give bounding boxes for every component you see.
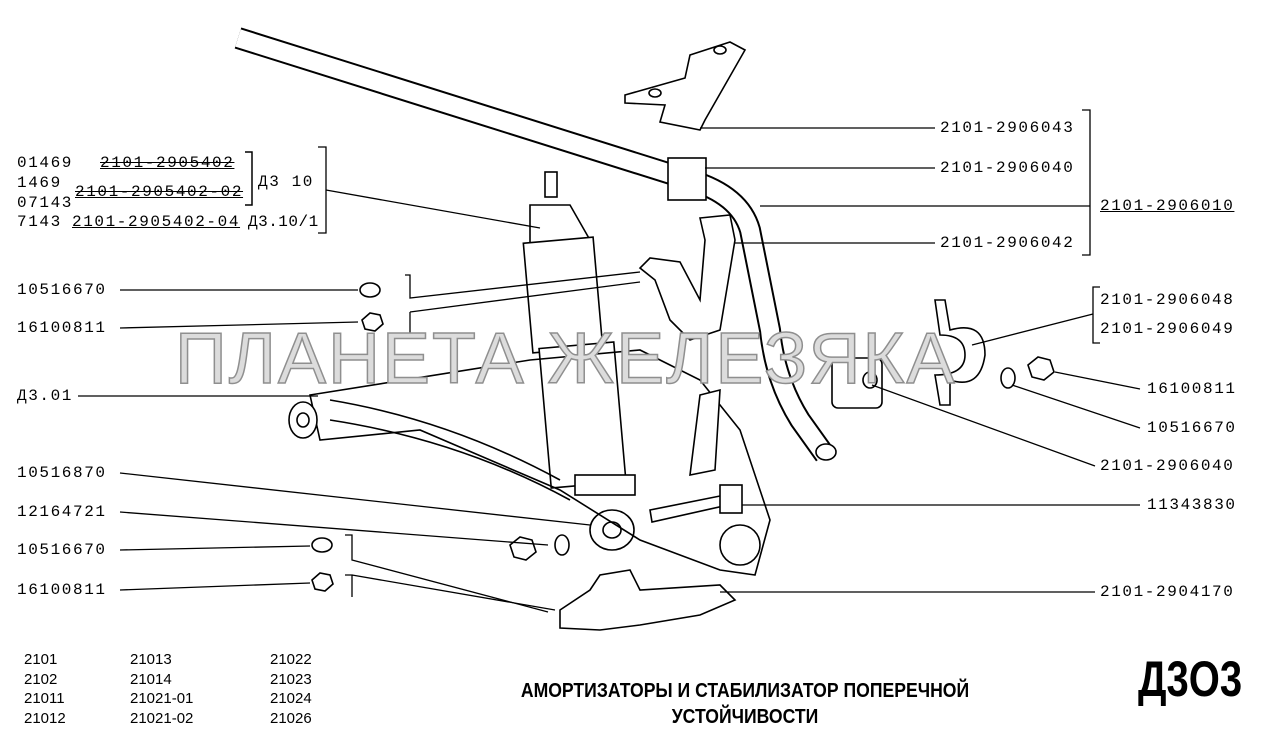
model: 21022 [270,651,312,668]
models-column-2: 21013 21014 21021-01 21021-02 [130,650,193,728]
code-label: 01469 [17,154,74,172]
title-line-1: АМОРТИЗАТОРЫ И СТАБИЛИЗАТОР ПОПЕРЕЧНОЙ [520,680,970,702]
clamp [934,299,986,406]
part-number-label: 2101-2905402 [100,154,235,172]
part-label: 2101-2906010 [1100,197,1235,215]
part-label: 16100811 [17,581,107,599]
part-label: 2101-2906040 [940,159,1075,177]
lower-arm [309,349,771,576]
part-label: 16100811 [1147,380,1237,398]
part-label: 2101-2906040 [1100,457,1235,475]
part-label: 2101-2906043 [940,119,1075,137]
model: 21026 [270,709,312,727]
code-label: 1469 [17,174,62,192]
upper-cushion [667,157,707,201]
part-label: 10516670 [1147,419,1237,437]
title-line-2: УСТОЙЧИВОСТИ [671,706,819,728]
ref-label: Д3 10 [258,173,315,191]
model: 2101 [24,651,58,668]
model: 21012 [24,709,66,727]
part-number-label: 2101-2905402-04 [72,213,241,231]
part-label: 10516670 [17,541,107,559]
model: 21013 [130,651,172,668]
stabilizer-bar [234,27,837,462]
part-label: 16100811 [17,319,107,337]
model: 21021-02 [130,709,194,727]
leader-lines [78,109,1141,613]
model: 21023 [270,670,312,688]
part-number-label: 2101-2905402-02 [75,183,244,201]
model: 21011 [24,690,65,707]
part-label: 2101-2906042 [940,234,1075,252]
part-label: 10516670 [17,281,107,299]
model: 21024 [270,690,312,707]
part-label: Д3.01 [17,387,74,405]
lower-cushion [831,357,883,409]
code-label: 7143 [17,213,62,231]
part-label: 11343830 [1147,496,1237,514]
part-label: 2101-2906049 [1100,320,1235,338]
page-code: Д3О3 [1138,651,1243,707]
code-label: 07143 [17,194,74,212]
model: 2102 [24,670,58,688]
shock-absorber [522,171,636,551]
ref-label: Д3.10/1 [248,213,319,231]
part-label: 2101-2904170 [1100,583,1235,601]
models-column-1: 2101 2102 21011 21012 [24,650,66,728]
models-column-3: 21022 21023 21024 21026 [270,650,312,728]
model: 21021-01 [130,690,194,707]
part-label: 10516870 [17,464,107,482]
lower-bracket [559,569,737,631]
mid-bracket [638,214,736,341]
diagram-title: АМОРТИЗАТОРЫ И СТАБИЛИЗАТОР ПОПЕРЕЧНОЙ У… [477,678,1014,730]
model: 21014 [130,670,172,688]
part-label: 2101-2906048 [1100,291,1235,309]
part-label: 12164721 [17,503,107,521]
upper-bracket [624,41,747,131]
